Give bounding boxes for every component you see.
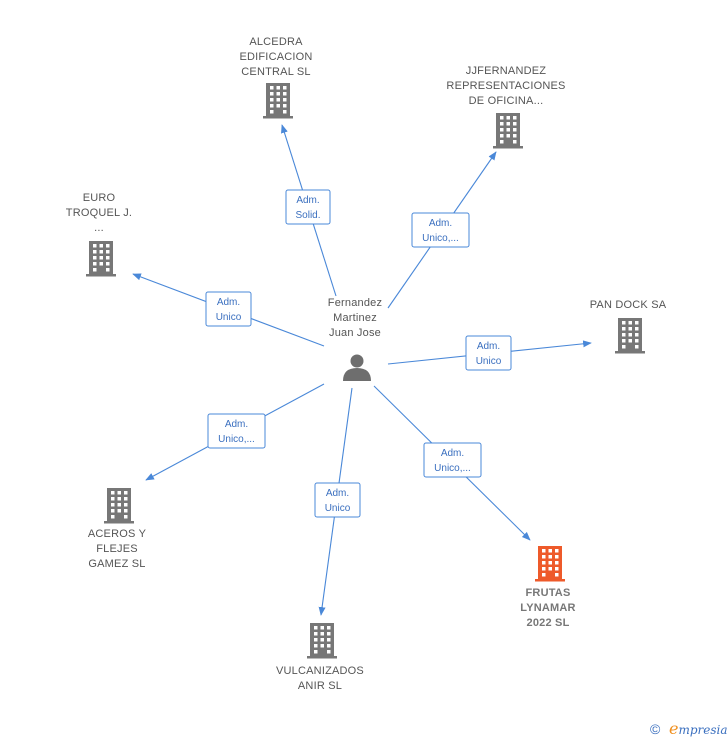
edge-pan-dock: Adm. Unico [387, 335, 592, 371]
role-badge-box [205, 291, 252, 327]
building-icon [535, 546, 565, 582]
role-label: Adm. [217, 297, 240, 308]
company-node-alcedra[interactable]: ALCEDRA EDIFICACION CENTRAL SL [239, 36, 312, 119]
company-name: LYNAMAR [520, 602, 575, 614]
edge-euro-troquel: Adm. Unico [132, 273, 325, 347]
edge-jjfernandez: Adm. Unico,... [387, 151, 497, 309]
role-label: Unico,... [218, 434, 255, 445]
building-icon [615, 318, 645, 354]
role-badge[interactable]: Adm. Unico [205, 291, 252, 327]
company-name: CENTRAL SL [241, 66, 310, 78]
person-name: Juan Jose [329, 327, 381, 339]
role-label: Unico,... [422, 233, 459, 244]
company-name: EDIFICACION [239, 51, 312, 63]
role-badge[interactable]: Adm. Solid. [285, 189, 331, 225]
role-badge[interactable]: Adm. Unico [314, 482, 361, 518]
edge-alcedra: Adm. Solid. [281, 124, 337, 297]
company-name: VULCANIZADOS [276, 665, 364, 677]
company-node-aceros-flejes[interactable]: ACEROS Y FLEJES GAMEZ SL [88, 488, 147, 570]
edge-vulcanizados: Adm. Unico [314, 387, 361, 616]
role-label: Unico,... [434, 463, 471, 474]
company-name: FLEJES [96, 543, 138, 555]
role-label: Adm. [441, 448, 464, 459]
company-node-vulcanizados[interactable]: VULCANIZADOS ANIR SL [276, 623, 364, 692]
company-name: EURO [83, 192, 116, 204]
brand-rest: mpresia [678, 723, 727, 737]
role-label: Unico [216, 312, 242, 323]
company-name: ALCEDRA [249, 36, 303, 48]
company-name: ... [94, 222, 104, 234]
company-name: GAMEZ SL [88, 558, 145, 570]
building-icon [263, 83, 293, 119]
brand-initial: e [669, 719, 678, 738]
copyright-icon: © [650, 721, 661, 737]
company-name: ANIR SL [298, 680, 342, 692]
company-node-euro-troquel[interactable]: EURO TROQUEL J.... [66, 192, 132, 277]
role-badge-box [314, 482, 361, 518]
edge-frutas-lynamar: Adm. Unico,... [373, 385, 531, 541]
company-node-jjfernandez[interactable]: JJFERNANDEZ REPRESENTACIONES DE OFICINA... [446, 65, 565, 149]
building-icon [104, 488, 134, 524]
role-badge[interactable]: Adm. Unico,... [411, 212, 470, 248]
company-name: PAN DOCK SA [590, 299, 667, 311]
footer-brand: © empresia [650, 719, 728, 738]
company-name: TROQUEL J. [66, 207, 132, 219]
company-node-frutas-lynamar[interactable]: FRUTAS LYNAMAR 2022 SL [520, 546, 575, 629]
role-label: Adm. [477, 341, 500, 352]
company-name: JJFERNANDEZ [466, 65, 547, 77]
role-label: Adm. [296, 195, 319, 206]
role-label: Adm. [225, 419, 248, 430]
building-icon [493, 113, 523, 149]
role-label: Unico [325, 503, 351, 514]
company-name: REPRESENTACIONES [446, 80, 565, 92]
role-badge-box [285, 189, 331, 225]
company-name: DE OFICINA... [469, 95, 544, 107]
role-label: Unico [476, 356, 502, 367]
brand-logo[interactable]: empresia [669, 719, 728, 738]
edge-aceros-flejes: Adm. Unico,... [145, 383, 325, 481]
role-badge-box [465, 335, 512, 371]
company-node-pan-dock[interactable]: PAN DOCK SA [590, 299, 667, 354]
role-badge-box [411, 212, 470, 248]
building-icon [86, 241, 116, 277]
company-name: 2022 SL [527, 617, 570, 629]
role-badge[interactable]: Adm. Unico,... [207, 413, 266, 449]
role-label: Solid. [295, 210, 320, 221]
company-name: ACEROS Y [88, 528, 147, 540]
role-badge[interactable]: Adm. Unico,... [423, 442, 482, 478]
role-badge-box [423, 442, 482, 478]
role-badge-box [207, 413, 266, 449]
role-label: Adm. [326, 488, 349, 499]
role-label: Adm. [429, 218, 452, 229]
building-icon [307, 623, 337, 659]
role-badge[interactable]: Adm. Unico [465, 335, 512, 371]
person-name: Fernandez [328, 297, 382, 309]
person-name: Martinez [333, 312, 377, 324]
person-icon [343, 354, 371, 381]
company-name: FRUTAS [526, 587, 571, 599]
